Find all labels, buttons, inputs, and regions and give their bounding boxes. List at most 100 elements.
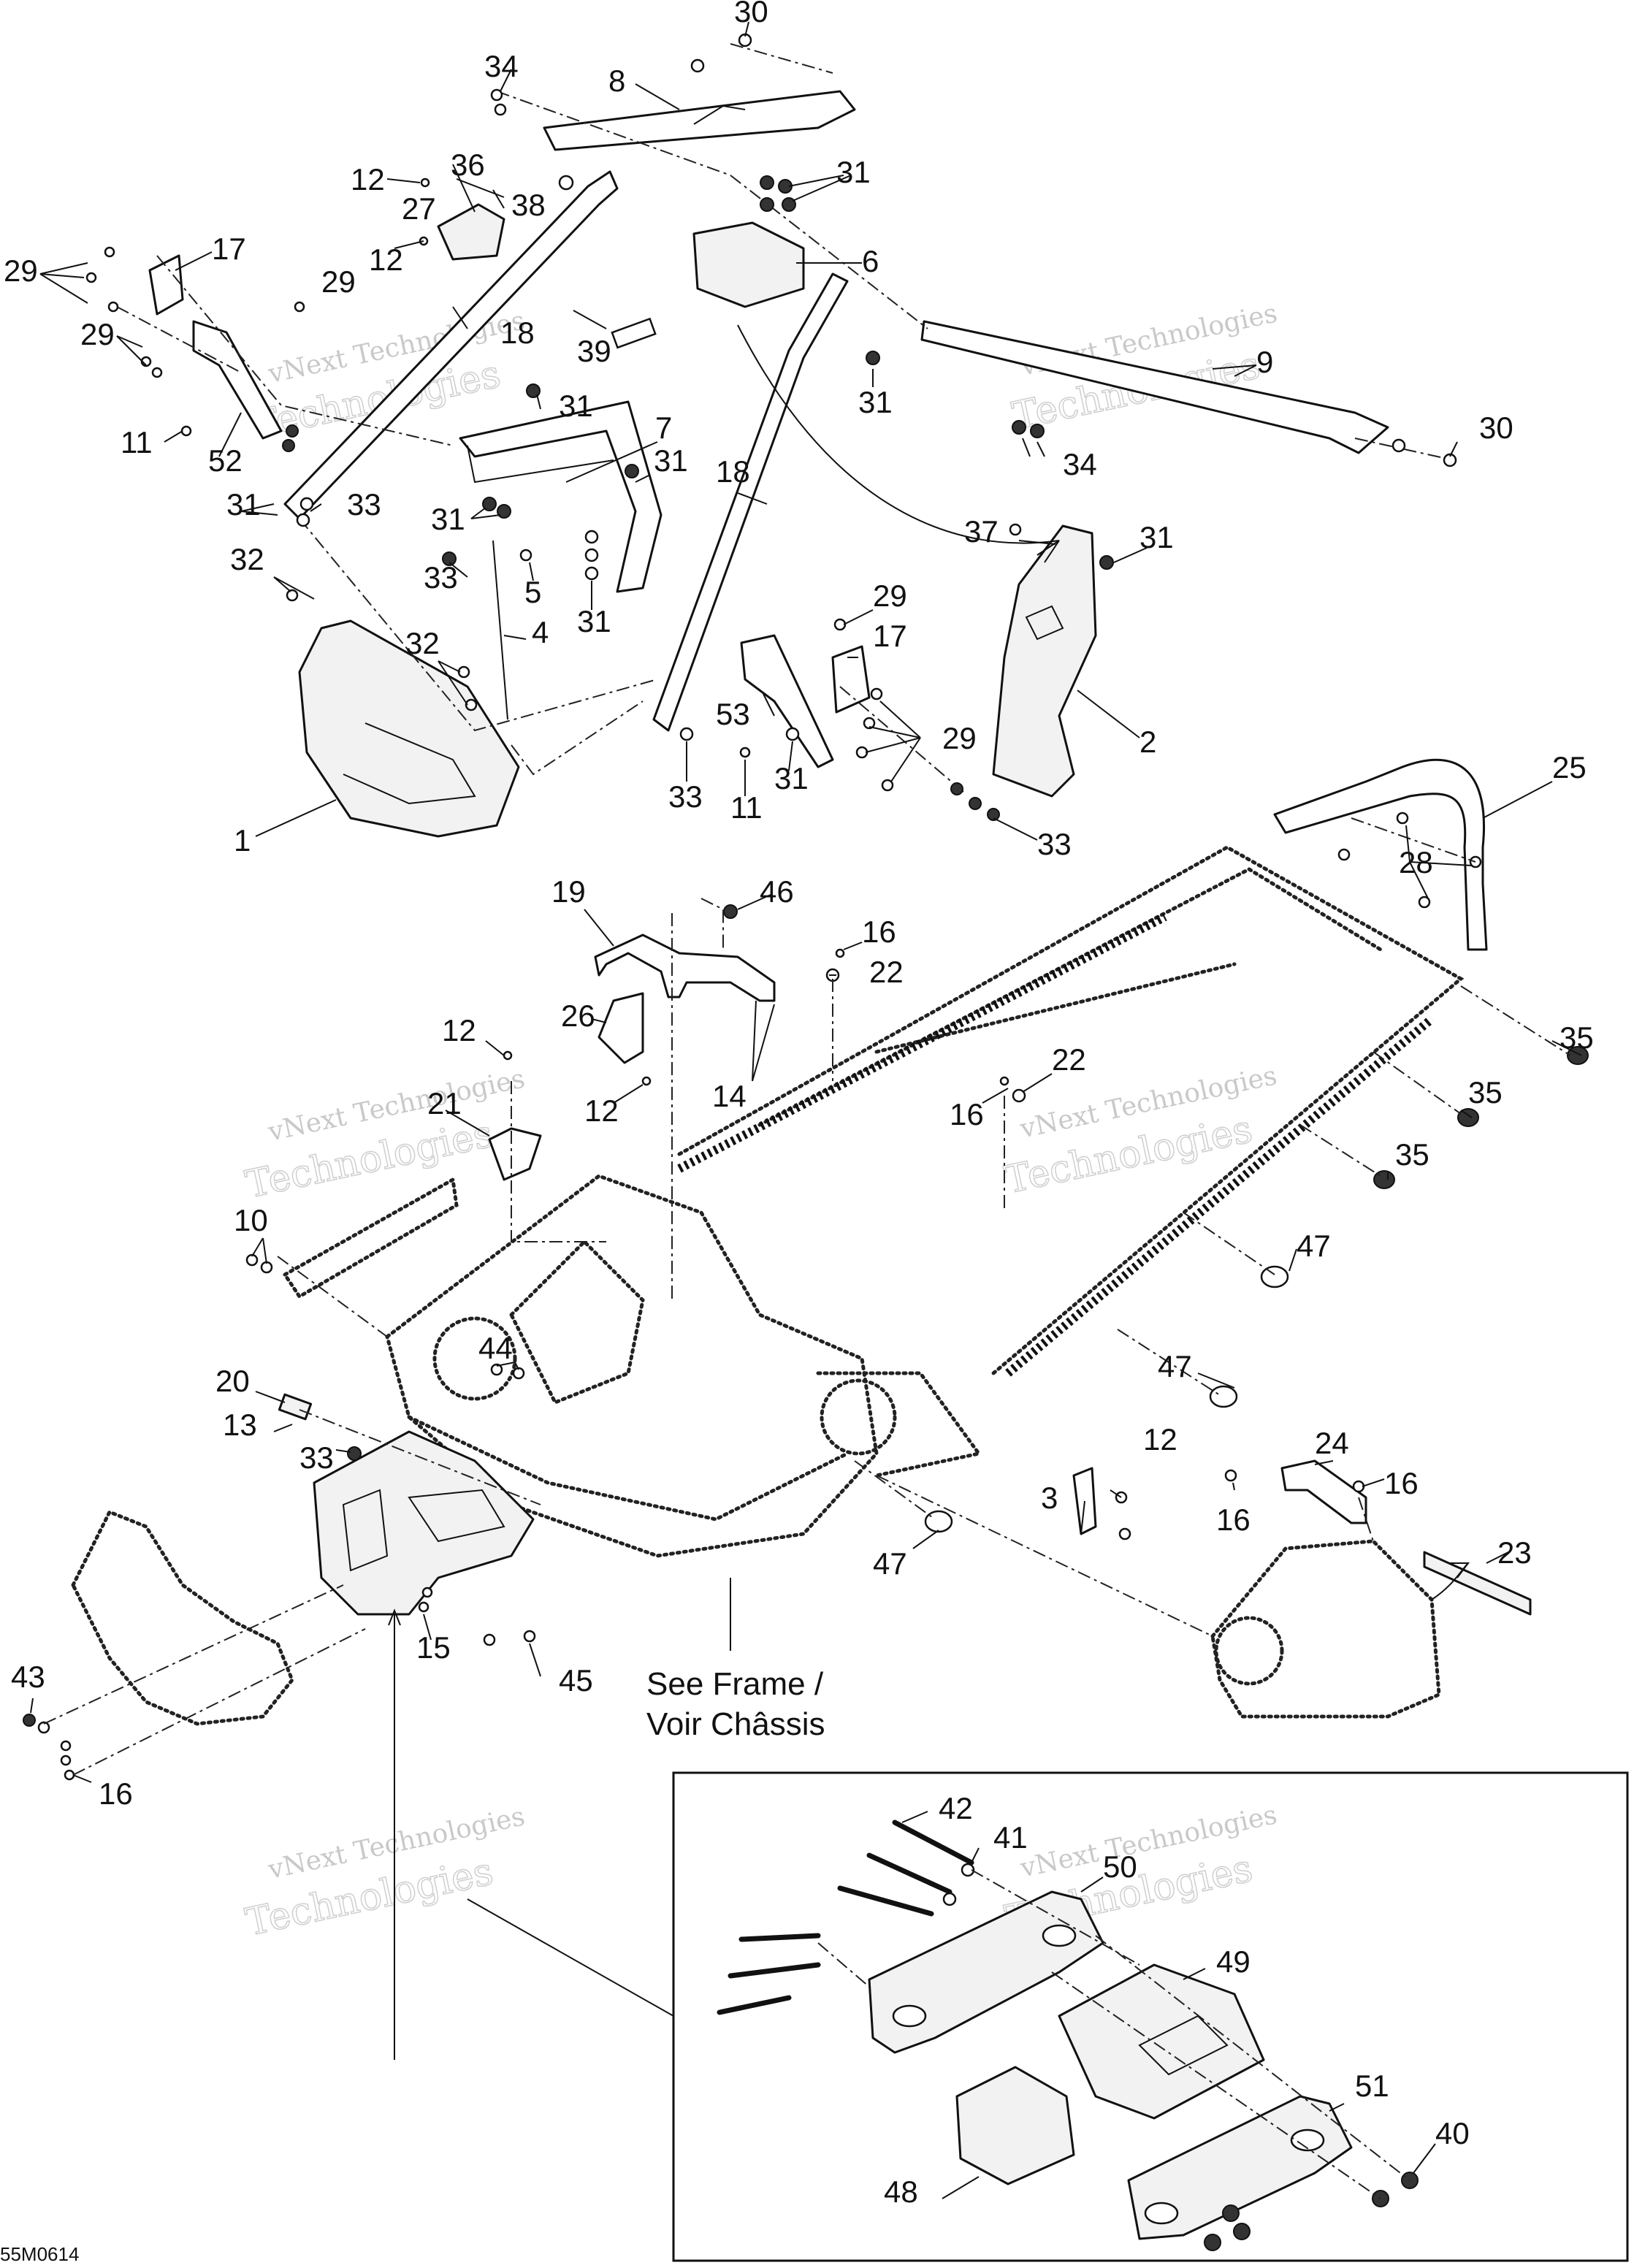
callout-33: 33 [1037,827,1072,861]
callout-47: 47 [873,1546,907,1581]
callout-20: 20 [215,1364,250,1398]
engine-mount [313,1430,535,1616]
callout-47: 47 [1297,1229,1331,1263]
callout-18: 18 [500,316,535,350]
track-right [1005,1015,1435,1377]
part-19-bracket [594,933,776,1002]
callout-34: 34 [1063,447,1097,481]
upper-guide-lines [116,43,1454,793]
callout-52: 52 [208,443,243,478]
callout-12: 12 [442,1013,476,1047]
callout-22: 22 [1052,1042,1086,1077]
detail-inset [467,1771,1629,2262]
upper-hardware [85,33,1457,821]
callout-15: 15 [416,1630,451,1665]
callout-7: 7 [655,411,672,445]
callout-1: 1 [234,823,251,858]
callout-18: 18 [716,454,750,489]
callout-23: 23 [1497,1535,1532,1570]
callout-31: 31 [559,389,593,423]
part-53-support [740,634,834,768]
part-4-rod [492,540,508,720]
part-7-cross-tube [459,400,663,593]
part-26-gusset [598,992,644,1064]
upper-assembly [148,90,1389,838]
callout-33: 33 [668,779,703,814]
callout-26: 26 [561,999,595,1033]
note-line2: Voir Châssis [646,1706,825,1742]
callout-9: 9 [1256,345,1273,379]
part-23-strip [1423,1551,1532,1616]
callout-39: 39 [577,334,611,368]
tunnel-outline [677,845,1465,1375]
callout-34: 34 [484,49,519,83]
callout-44: 44 [478,1331,513,1365]
callout-21: 21 [427,1086,462,1120]
part-27-plate [437,203,505,261]
callout-49: 49 [1216,1944,1251,1979]
callout-5: 5 [524,575,541,609]
callout-22: 22 [869,955,904,989]
callout-50: 50 [1103,1849,1137,1884]
callout-17: 17 [212,232,246,266]
callout-46: 46 [760,874,794,909]
callout-8: 8 [608,64,625,98]
callout-19: 19 [551,874,586,909]
part-24-bracket [1280,1459,1367,1524]
callout-25: 25 [1552,750,1587,784]
part-6-bracket [692,221,805,308]
front-bumper [71,1509,294,1726]
callout-4: 4 [532,615,549,649]
callout-35: 35 [1395,1137,1429,1172]
part-18-column-right [652,272,849,732]
callout-47: 47 [1158,1349,1192,1383]
part-10-bar [282,1177,459,1299]
part-2-panel [992,524,1097,798]
callout-17: 17 [873,619,907,653]
callout-11: 11 [121,425,153,459]
rear-frame [1210,1539,1441,1719]
part-25-rear-bumper [1273,758,1488,951]
callout-16: 16 [1216,1503,1251,1537]
callout-29: 29 [4,253,38,288]
callout-6: 6 [862,244,879,278]
callout-48: 48 [884,2175,918,2209]
part-49-housing [1058,1963,1265,2120]
callout-29: 29 [942,721,977,755]
callout-37: 37 [964,514,999,549]
callout-31: 31 [858,385,893,419]
callout-40: 40 [1435,2116,1470,2150]
callout-36: 36 [451,148,485,182]
part-51-bracket [1127,2095,1353,2240]
callout-27: 27 [402,191,436,226]
reference-note: See Frame / Voir Châssis [646,1666,825,1742]
callout-33: 33 [424,560,458,595]
callout-33: 33 [347,487,381,522]
callout-42: 42 [939,1791,973,1825]
callout-16: 16 [950,1097,984,1131]
callout-53: 53 [716,697,750,731]
callout-45: 45 [559,1663,593,1698]
callout-30: 30 [734,0,768,28]
callout-43: 43 [11,1660,45,1694]
part-9-side-bar [920,320,1389,454]
track-left [677,912,1167,1173]
part-39-pin [611,317,657,349]
callout-2: 2 [1139,725,1156,759]
part-17-bracket-right [831,645,871,714]
callout-12: 12 [351,162,385,196]
callout-24: 24 [1315,1426,1349,1460]
callout-41: 41 [993,1820,1028,1855]
callout-10: 10 [234,1203,268,1237]
callout-31: 31 [431,502,465,536]
callout-29: 29 [321,264,356,299]
frame-assembly [23,758,1589,2060]
callout-29: 29 [873,579,907,613]
part-17-bracket-left [148,254,184,316]
callout-28: 28 [1399,845,1433,879]
callout-31: 31 [577,604,611,638]
callout-16: 16 [99,1776,133,1811]
part-1-panel [298,619,520,838]
callout-14: 14 [712,1079,747,1113]
